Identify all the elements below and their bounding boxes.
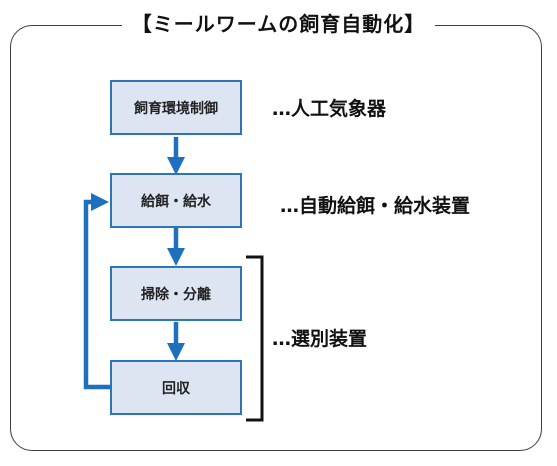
note-feeding: …自動給餌・給水装置 [280,195,471,217]
step-environment-control: 飼育環境制御 [110,80,242,135]
step-collection: 回収 [110,360,242,415]
diagram-title-wrap: 【ミールワームの飼育自動化】 [0,8,557,37]
step-sorting: 掃除・分離 [110,266,242,321]
step-collection-label: 回収 [162,380,190,397]
step-feeding-label: 給餌・給水 [141,193,211,210]
note-environment: …人工気象器 [272,98,387,120]
note-sorting: …選別装置 [272,328,368,350]
diagram-title: 【ミールワームの飼育自動化】 [121,12,436,36]
loop-arrow-collect-to-feed [83,193,110,390]
step-environment-control-label: 飼育環境制御 [134,100,218,117]
step-feeding: 給餌・給水 [110,173,242,228]
sorting-bracket [246,255,264,422]
step-sorting-label: 掃除・分離 [141,286,211,303]
